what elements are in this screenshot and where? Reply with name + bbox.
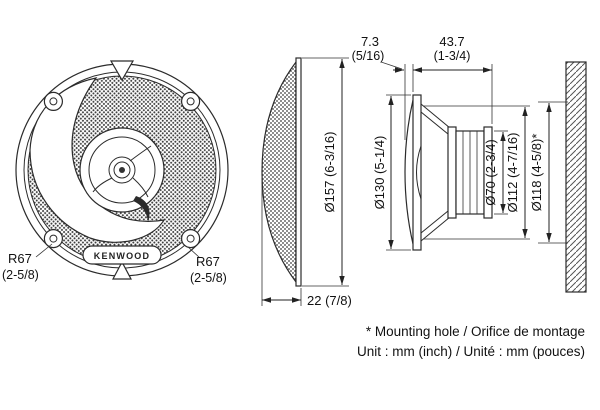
- unit-note: Unit : mm (inch) / Unité : mm (pouces): [357, 344, 585, 359]
- diameter-label: Ø157 (6-3/16): [322, 132, 337, 213]
- bottom-tab: [112, 260, 132, 280]
- section-view: 7.3 (5/16) 43.7 (1-3/4) Ø130 (5-1/4) Ø70…: [352, 34, 587, 293]
- brand-badge: KENWOOD: [82, 245, 162, 265]
- mounting-hole-note: * Mounting hole / Orifice de montage: [366, 324, 585, 339]
- protrusion-label-mm: 7.3: [361, 34, 379, 49]
- leader-left: [35, 243, 53, 258]
- radius-label-left-mm: R67: [8, 251, 32, 266]
- screw-hole: [49, 234, 58, 243]
- screw-hole: [49, 97, 58, 106]
- design-comma: [133, 196, 150, 222]
- side-view: Ø157 (6-3/16) 22 (7/8): [261, 57, 352, 308]
- mounting-panel: [565, 61, 587, 293]
- section-basket: [420, 103, 451, 129]
- front-view: KENWOOD R67 (2-5/8) R67 (2-5/8): [2, 60, 229, 285]
- mounting-depth-label-mm: 43.7: [439, 34, 464, 49]
- screw-hole: [186, 234, 195, 243]
- mounting-ears: [43, 91, 201, 249]
- flange-edge: [295, 57, 302, 287]
- radius-label-left-inch: (2-5/8): [2, 268, 39, 282]
- screw-hole: [186, 97, 195, 106]
- section-back-plate: [483, 126, 493, 219]
- grille-dome-profile: [261, 60, 297, 284]
- frame-diameter-label: Ø130 (5-1/4): [372, 136, 387, 210]
- leader-protrusion: [380, 61, 403, 70]
- section-front-plate: [447, 126, 457, 219]
- section-dust-cap: [416, 145, 422, 200]
- top-tab: [109, 60, 135, 82]
- brand-label: KENWOOD: [94, 251, 150, 261]
- footnotes: * Mounting hole / Orifice de montage Uni…: [357, 324, 585, 359]
- radius-label-right-mm: R67: [196, 254, 220, 269]
- tweeter-assembly: [79, 127, 165, 222]
- radius-label-right-inch: (2-5/8): [190, 271, 227, 285]
- section-grille-dome: [404, 99, 414, 245]
- center-dot: [119, 167, 125, 173]
- magnet-diameter-label: Ø70 (2-3/4): [483, 139, 498, 205]
- protrusion-label-inch: (5/16): [352, 49, 385, 63]
- leader-right: [187, 246, 201, 259]
- depth-label: 22 (7/8): [307, 293, 352, 308]
- inner-diameter-label: Ø112 (4-7/16): [505, 133, 520, 213]
- mounting-depth-label-inch: (1-3/4): [434, 49, 471, 63]
- mounting-hole-diameter-label: Ø118 (4-5/8)*: [529, 134, 544, 212]
